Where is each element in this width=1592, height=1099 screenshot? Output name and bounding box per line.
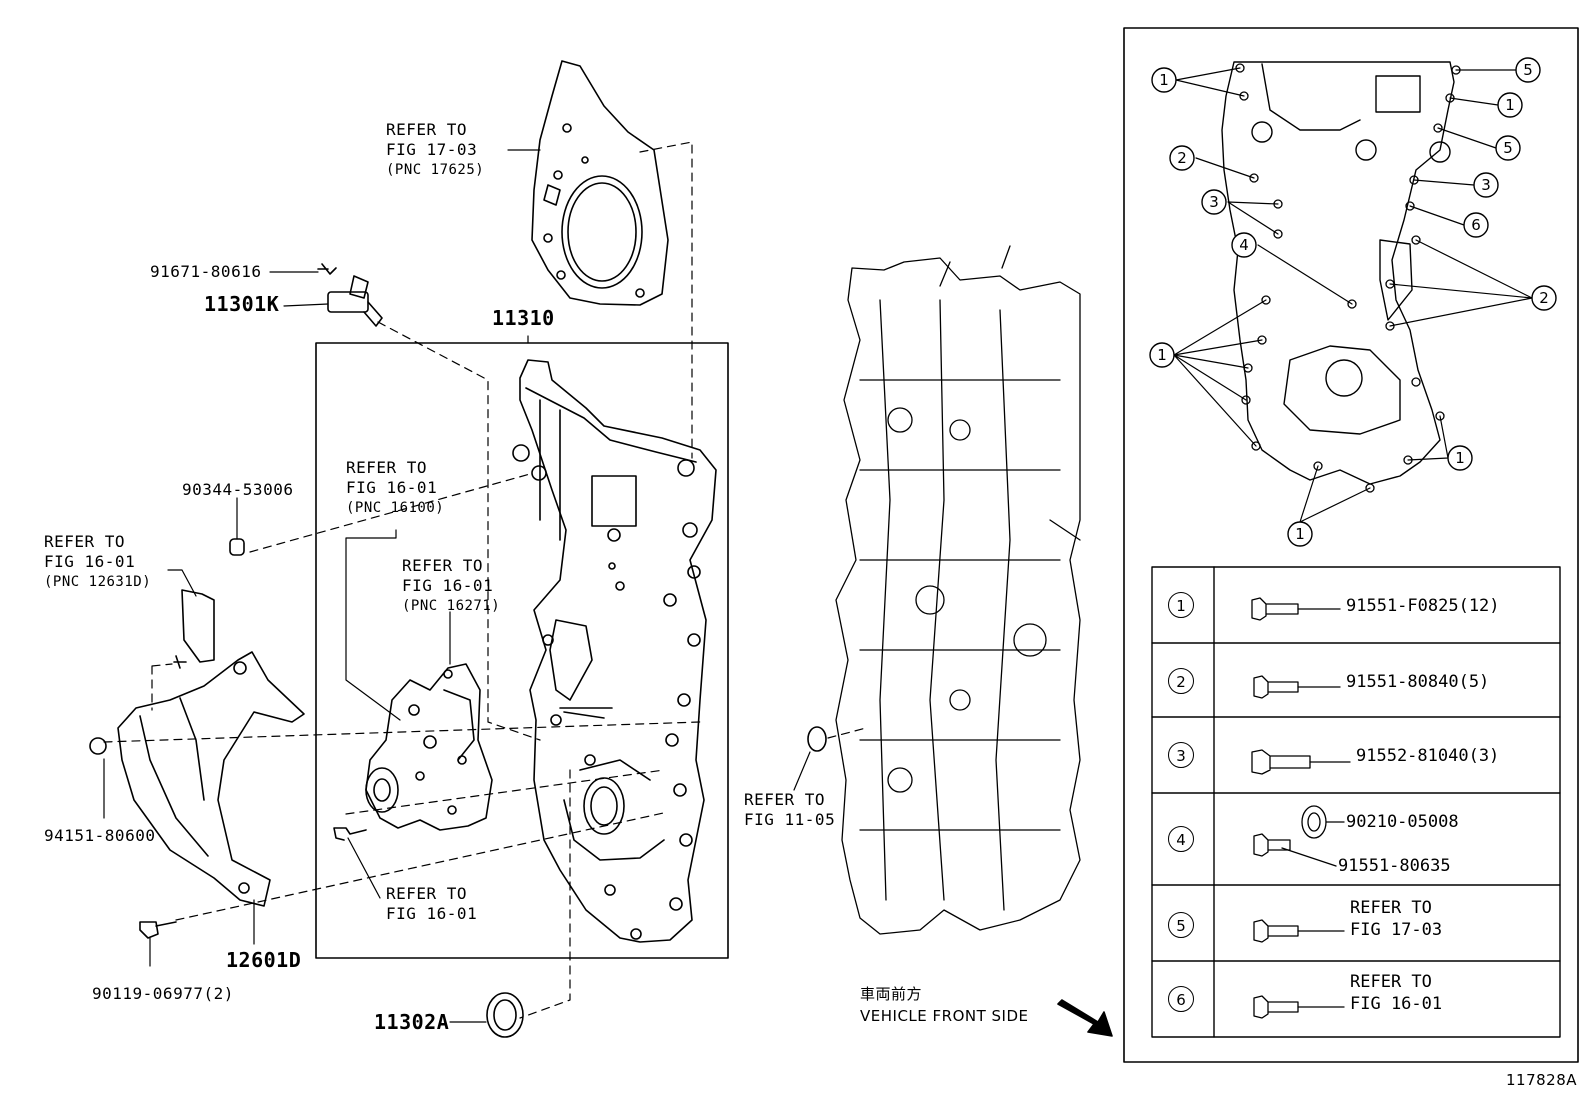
callout-1: 1	[1505, 96, 1515, 114]
part-12601d[interactable]: 12601D	[226, 948, 302, 972]
leader-lines	[103, 149, 811, 1023]
figure-id: 117828A	[1506, 1071, 1578, 1089]
legend-refer-fig-16-01[interactable]: FIG 16-01	[1350, 994, 1443, 1014]
bolt-holes	[1235, 63, 1461, 493]
assembly-box-11310	[315, 342, 729, 959]
refer-line: (PNC 16100)	[346, 500, 445, 516]
part-91671-80616[interactable]: 91671-80616	[150, 262, 262, 281]
callout-2: 2	[1177, 149, 1187, 167]
vehicle-front-side-label: VEHICLE FRONT SIDE	[860, 1007, 1029, 1025]
oil-seal-11302a	[486, 992, 524, 1038]
refer-line: (PNC 16271)	[402, 598, 501, 614]
bolt-location-panel	[1123, 27, 1579, 1063]
legend-num-5: 5	[1168, 912, 1194, 938]
legend-table	[1151, 566, 1561, 1038]
legend-code-91552-81040[interactable]: 91552-81040(3)	[1356, 746, 1500, 766]
part-90119-06977[interactable]: 90119-06977(2)	[92, 984, 234, 1003]
legend-num-4: 4	[1168, 826, 1194, 852]
refer-line: (PNC 17625)	[386, 162, 485, 178]
cam-sensor-drawing	[317, 263, 383, 327]
part-94151-80600[interactable]: 94151-80600	[44, 826, 156, 845]
callout-3: 3	[1209, 193, 1219, 211]
refer-line: FIG 17-03	[386, 140, 478, 159]
refer-line: FIG 11-05	[744, 810, 836, 829]
refer-fig-16-01-pnc-16100: REFER TO FIG 16-01 (PNC 16100)	[346, 458, 444, 518]
rear-plate-drawing	[531, 60, 669, 306]
refer-line: FIG 16-01	[386, 904, 478, 923]
front-arrow	[1057, 999, 1113, 1037]
callout-6: 6	[1471, 216, 1481, 234]
refer-line: REFER TO	[402, 556, 484, 575]
legend-refer-text: REFER TO	[1350, 898, 1432, 918]
refer-fig-16-01-pnc-16271: REFER TO FIG 16-01 (PNC 16271)	[402, 556, 500, 616]
legend-code-91551-80840[interactable]: 91551-80840(5)	[1346, 672, 1490, 692]
refer-line: REFER TO	[744, 790, 826, 809]
callout-5: 5	[1523, 61, 1533, 79]
callout-circles	[1149, 57, 1557, 547]
callout-1: 1	[1159, 71, 1169, 89]
refer-fig-11-05: REFER TO FIG 11-05	[744, 790, 835, 830]
cover-12601d-drawing	[117, 589, 305, 907]
part-11302a[interactable]: 11302A	[374, 1010, 450, 1034]
refer-line: REFER TO	[346, 458, 428, 477]
timing-cover-drawing	[512, 359, 717, 943]
legend-code-91551-f0825[interactable]: 91551-F0825(12)	[1346, 596, 1500, 616]
refer-line: FIG 16-01	[346, 478, 438, 497]
refer-line: FIG 16-01	[44, 552, 136, 571]
refer-line: REFER TO	[44, 532, 126, 551]
gasket-refer-11-05	[807, 726, 827, 752]
part-11301k[interactable]: 11301K	[204, 292, 280, 316]
refer-line: FIG 16-01	[402, 576, 494, 595]
legend-refer-fig-17-03[interactable]: FIG 17-03	[1350, 920, 1443, 940]
legend-code-90210-05008[interactable]: 90210-05008	[1346, 812, 1459, 832]
refer-line: (PNC 12631D)	[44, 574, 152, 590]
legend-num-2: 2	[1168, 668, 1194, 694]
callout-1: 1	[1295, 525, 1305, 543]
water-pump-drawing	[333, 663, 493, 841]
dashed-lines	[103, 141, 867, 1019]
nut-94151	[89, 737, 107, 755]
legend-num-1: 1	[1168, 592, 1194, 618]
callout-3: 3	[1481, 176, 1491, 194]
legend-num-6: 6	[1168, 986, 1194, 1012]
refer-line: REFER TO	[386, 884, 468, 903]
callout-digits: 1 5 1 5 2 3 3 6 4 2 1 1 1	[1157, 61, 1549, 543]
legend-num-3: 3	[1168, 742, 1194, 768]
legend-code-91551-80635[interactable]: 91551-80635	[1338, 856, 1451, 876]
sleeve-90344	[229, 538, 245, 556]
callout-1: 1	[1157, 346, 1167, 364]
refer-fig-17-03-label: REFER TO FIG 17-03 (PNC 17625)	[386, 120, 484, 180]
bolt-90119	[139, 921, 177, 939]
part-90344-53006[interactable]: 90344-53006	[182, 480, 294, 499]
legend-refer-text: REFER TO	[1350, 972, 1432, 992]
callout-5: 5	[1503, 139, 1513, 157]
vehicle-front-japanese: 車両前方	[860, 985, 923, 1003]
callout-leaders	[1173, 67, 1533, 523]
refer-fig-16-01-pnc-12631d: REFER TO FIG 16-01 (PNC 12631D)	[44, 532, 151, 592]
refer-line: REFER TO	[386, 120, 468, 139]
callout-2: 2	[1539, 289, 1549, 307]
callout-4: 4	[1239, 236, 1249, 254]
legend-bolts	[1251, 597, 1351, 1019]
refer-fig-16-01-bolt: REFER TO FIG 16-01	[386, 884, 477, 924]
part-11310[interactable]: 11310	[492, 306, 555, 330]
bolt-location-outline	[1221, 61, 1455, 485]
engine-block-drawing	[835, 245, 1081, 935]
callout-1: 1	[1455, 449, 1465, 467]
